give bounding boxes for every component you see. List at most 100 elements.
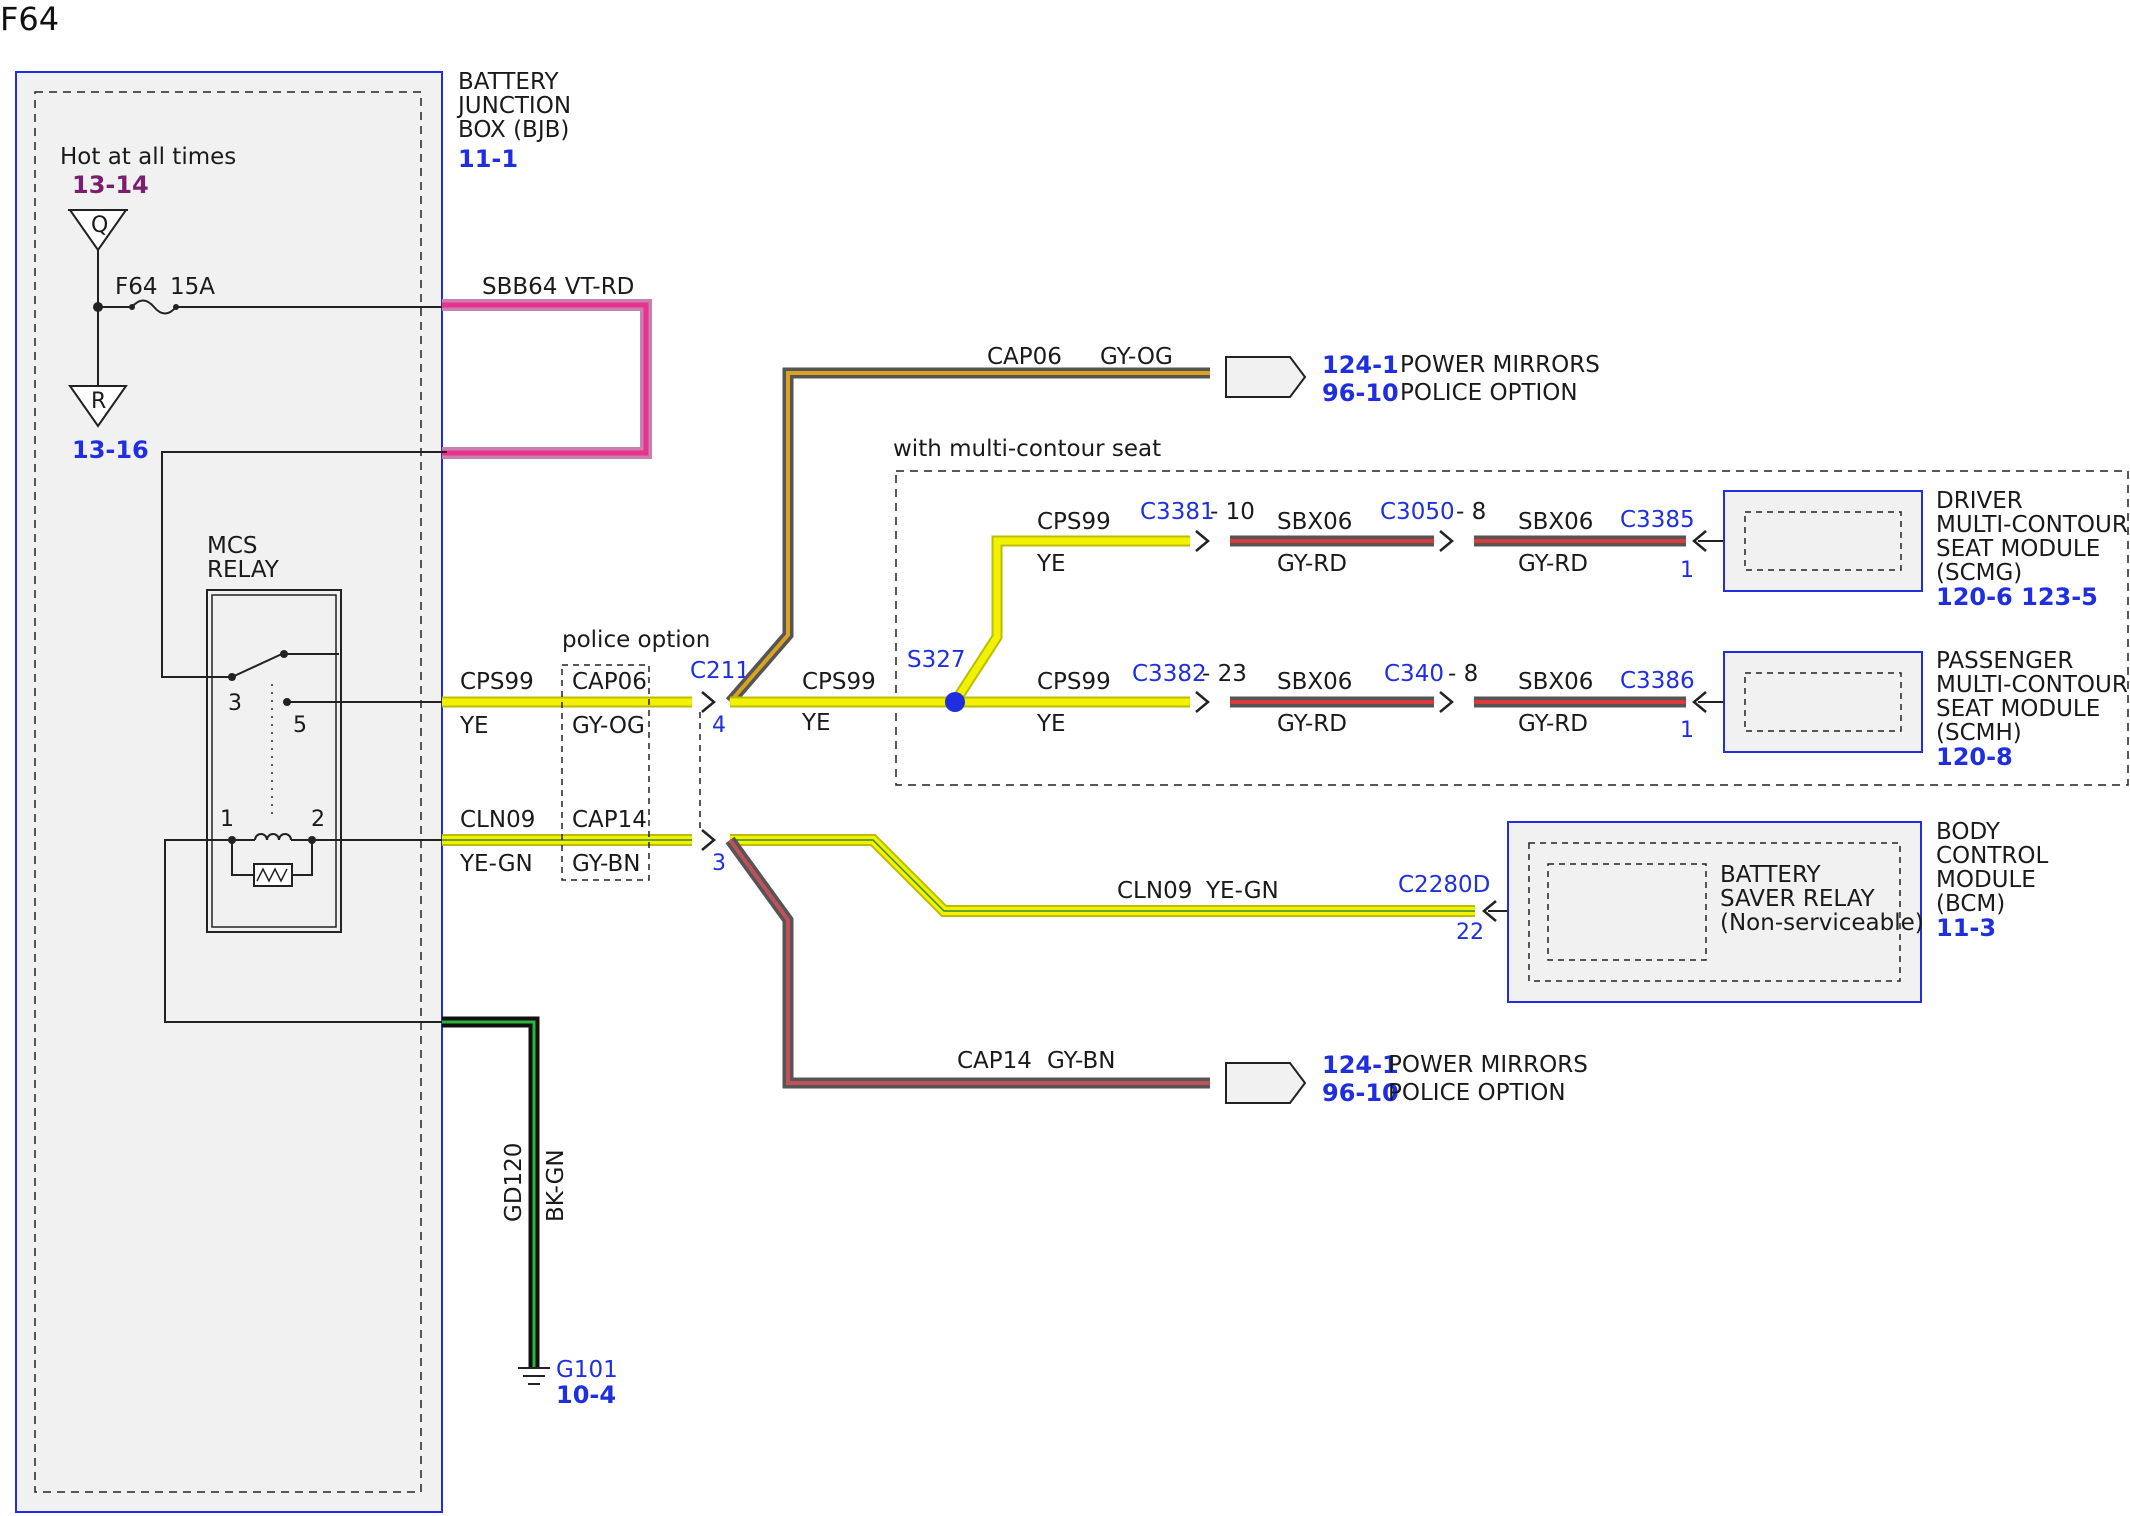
connector-c3381-pin: - 10 xyxy=(1210,499,1255,525)
dest-top-ref-96-10[interactable]: 96-10 xyxy=(1322,379,1399,407)
bjb-label-line3: BOX (BJB) xyxy=(458,117,569,143)
wire-label-gy-og-option: GY-OG xyxy=(572,713,645,739)
wire-label-sbx06-driver-2: SBX06 xyxy=(1518,509,1593,535)
driver-module-line1: DRIVER xyxy=(1936,488,2023,514)
wire-label-gd120: GD120 xyxy=(501,1143,527,1222)
wire-label-gy-rd-driver-1: GY-RD xyxy=(1277,551,1347,577)
dest-bottom-label-power-mirrors: POWER MIRRORS xyxy=(1388,1052,1588,1078)
mcs-relay xyxy=(206,589,342,933)
driver-module-ref[interactable]: 120-6 123-5 xyxy=(1936,583,2098,611)
bjb-ref[interactable]: 11-1 xyxy=(458,145,518,173)
bcm-relay-line3: (Non-serviceable) xyxy=(1720,910,1924,936)
passenger-module-line3: SEAT MODULE xyxy=(1936,696,2100,722)
terminal-q-label: Q xyxy=(91,213,108,238)
diagram-title: F64 xyxy=(0,0,59,38)
wire-gd120-bk-gn xyxy=(442,1016,550,1385)
dest-bottom-label-police-option: POLICE OPTION xyxy=(1388,1080,1566,1106)
driver-module-line2: MULTI-CONTOUR xyxy=(1936,512,2128,538)
wire-cln09-ye-gn-segment-2 xyxy=(730,834,1475,917)
relay-pin-1: 1 xyxy=(220,807,234,832)
passenger-seat-module xyxy=(1723,651,1923,753)
ref-13-14[interactable]: 13-14 xyxy=(72,171,149,199)
wire-label-bk-gn: BK-GN xyxy=(543,1149,569,1222)
wire-label-ye-driver: YE xyxy=(1036,551,1066,577)
police-option-label: police option xyxy=(562,627,710,653)
connector-c3385-label: C3385 xyxy=(1620,507,1695,533)
relay-feed-wire xyxy=(161,451,447,678)
connector-c3382-pin: - 23 xyxy=(1202,661,1247,687)
wire-label-cps99-driver: CPS99 xyxy=(1037,509,1111,535)
connector-c3050-label: C3050 xyxy=(1380,499,1455,525)
wire-sbb64-vt-rd xyxy=(442,299,652,459)
dest-bottom-ref-96-10[interactable]: 96-10 xyxy=(1322,1079,1399,1107)
connector-c3386-icon xyxy=(1692,691,1707,713)
bcm-line3: MODULE xyxy=(1936,867,2036,893)
terminal-q xyxy=(68,209,128,383)
wire-label-gy-bn-bottom: GY-BN xyxy=(1047,1048,1115,1074)
hot-at-all-times-label: Hot at all times xyxy=(60,144,236,170)
connector-c3386-label: C3386 xyxy=(1620,668,1695,694)
connector-c3382-icon xyxy=(1195,691,1210,713)
wire-label-gy-rd-driver-2: GY-RD xyxy=(1518,551,1588,577)
wire-label-cap06-option: CAP06 xyxy=(572,669,647,695)
ref-13-16[interactable]: 13-16 xyxy=(72,436,149,464)
connector-c2280d-icon xyxy=(1482,900,1497,922)
connector-c340-pin: - 8 xyxy=(1448,661,1478,687)
driver-module-line3: SEAT MODULE xyxy=(1936,536,2100,562)
dest-top-label-power-mirrors: POWER MIRRORS xyxy=(1400,352,1600,378)
connector-c2280d-pin: 22 xyxy=(1456,920,1484,945)
bcm-line4: (BCM) xyxy=(1936,891,2005,917)
ground-g101: G101 xyxy=(556,1357,618,1383)
ground-ref-10-4[interactable]: 10-4 xyxy=(556,1381,616,1409)
wire-cap14-gy-bn xyxy=(725,836,1210,1089)
dest-top-label-police-option: POLICE OPTION xyxy=(1400,380,1578,406)
passenger-module-ref[interactable]: 120-8 xyxy=(1936,743,2013,771)
wire-cps99-ye-segment-2 xyxy=(730,535,1190,708)
passenger-module-line4: (SCMH) xyxy=(1936,720,2022,746)
connector-c2280d-label: C2280D xyxy=(1398,872,1490,898)
destination-arrow-top xyxy=(1225,356,1307,398)
wire-label-ye-gn-1: YE-GN xyxy=(459,851,533,877)
wire-label-gy-rd-passenger-1: GY-RD xyxy=(1277,711,1347,737)
wire-label-ye-1: YE xyxy=(459,713,489,739)
wire-label-cap06-top: CAP06 xyxy=(987,344,1062,370)
multi-contour-seat-label: with multi-contour seat xyxy=(893,436,1161,462)
bcm-ref[interactable]: 11-3 xyxy=(1936,914,1996,942)
wire-label-cps99-1: CPS99 xyxy=(460,669,534,695)
body-control-module xyxy=(1507,821,1922,1003)
splice-s327 xyxy=(945,692,965,712)
relay-pin-3: 3 xyxy=(228,691,242,716)
connector-c340-label: C340 xyxy=(1384,661,1444,687)
fuse-name: F64 xyxy=(115,274,158,300)
wire-label-cln09-2: CLN09 xyxy=(1117,878,1192,904)
driver-module-line4: (SCMG) xyxy=(1936,560,2022,586)
relay-pin-2: 2 xyxy=(311,807,325,832)
connector-c3381-icon xyxy=(1195,530,1210,552)
relay-label-line1: MCS xyxy=(207,533,258,559)
wire-label-sbx06-passenger-2: SBX06 xyxy=(1518,669,1593,695)
coil-ground-wire xyxy=(164,839,447,1023)
passenger-module-line2: MULTI-CONTOUR xyxy=(1936,672,2128,698)
police-option-box xyxy=(561,664,650,881)
multi-contour-seat-area xyxy=(895,470,2129,786)
terminal-r-label: R xyxy=(91,389,106,414)
relay-label-line2: RELAY xyxy=(207,557,280,583)
wire-label-ye-passenger: YE xyxy=(1036,711,1066,737)
dest-bottom-ref-124-1[interactable]: 124-1 xyxy=(1322,1051,1399,1079)
connector-c3385-icon xyxy=(1692,530,1707,552)
dest-top-ref-124-1[interactable]: 124-1 xyxy=(1322,351,1399,379)
wire-label-ye-gn-2: YE-GN xyxy=(1205,878,1279,904)
connector-c3050-icon xyxy=(1439,530,1454,552)
wire-label-ye-2: YE xyxy=(801,710,831,736)
bjb-label-line2: JUNCTION xyxy=(456,93,571,119)
connector-c340-icon xyxy=(1439,691,1454,713)
connector-c3050-pin: - 8 xyxy=(1456,499,1486,525)
passenger-module-line1: PASSENGER xyxy=(1936,648,2073,674)
fuse-rating: 15A xyxy=(170,274,215,300)
bcm-line1: BODY xyxy=(1936,819,2001,845)
connector-c3381-label: C3381 xyxy=(1140,499,1215,525)
relay-pin-5: 5 xyxy=(293,713,307,738)
bcm-relay-line2: SAVER RELAY xyxy=(1720,886,1876,912)
wire-cap06-gy-og xyxy=(725,367,1210,706)
wire-label-cps99-passenger: CPS99 xyxy=(1037,669,1111,695)
